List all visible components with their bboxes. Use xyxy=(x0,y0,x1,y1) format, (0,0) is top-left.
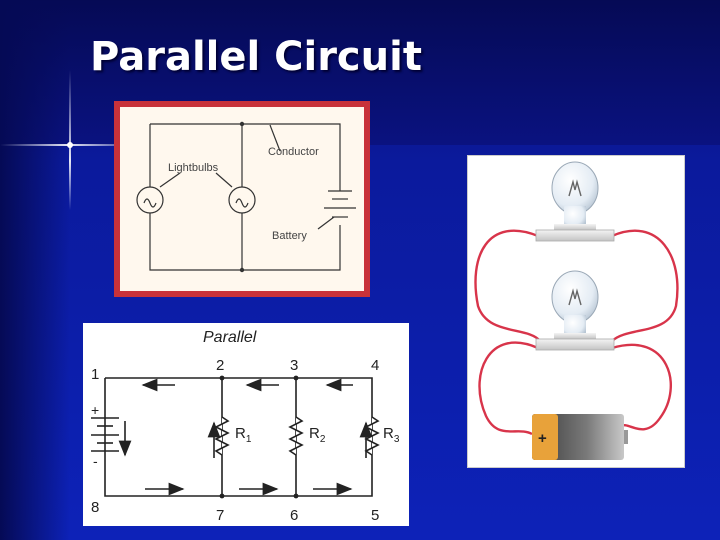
parallel-heading: Parallel xyxy=(203,329,257,346)
node-7-label: 7 xyxy=(216,507,224,524)
left-shade xyxy=(0,0,70,540)
bulb-battery-illustration: + xyxy=(467,155,685,468)
resistor-r3-label: R3 xyxy=(383,425,400,445)
node-3-label: 3 xyxy=(290,357,298,374)
node-4-label: 4 xyxy=(371,357,379,374)
node-2-label: 2 xyxy=(216,357,224,374)
battery-minus-label: - xyxy=(93,453,98,469)
lightbulbs-label: Lightbulbs xyxy=(168,162,219,174)
parallel-resistor-diagram: Parallel 1 xyxy=(83,323,409,526)
battery-label: Battery xyxy=(272,230,307,242)
lightbulb-schematic-frame: Lightbulbs Conductor Battery xyxy=(114,101,370,297)
lightbulb-top-icon xyxy=(535,161,615,242)
sparkle-star-icon xyxy=(0,70,150,210)
node-8-label: 8 xyxy=(91,499,99,516)
battery-plus-label: + xyxy=(91,402,99,418)
lightbulb-bottom-icon xyxy=(535,270,615,351)
node-5-label: 5 xyxy=(371,507,379,524)
battery-plus-sign: + xyxy=(538,430,547,447)
battery-icon: + xyxy=(532,414,628,460)
slide-title: Parallel Circuit xyxy=(90,34,422,80)
lightbulb-schematic: Lightbulbs Conductor Battery xyxy=(120,107,364,291)
node-6-label: 6 xyxy=(290,507,298,524)
node-1-label: 1 xyxy=(91,366,99,383)
conductor-label: Conductor xyxy=(268,146,319,158)
resistor-r2-label: R2 xyxy=(309,425,326,445)
resistor-r1-label: R1 xyxy=(235,425,252,445)
